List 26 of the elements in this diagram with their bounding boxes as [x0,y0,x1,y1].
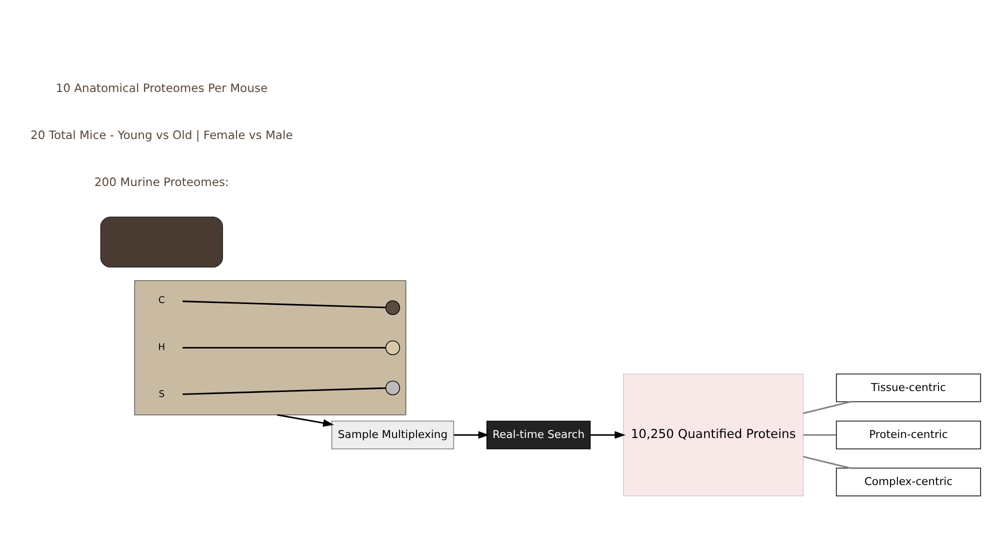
node-box: Sample Multiplexing [330,420,454,449]
connector [802,434,836,436]
connector [802,400,850,414]
arrow [276,414,334,426]
connector [182,346,386,348]
node-circle [384,380,400,395]
node-circle [384,340,400,355]
node-box: Complex-centric [835,467,981,496]
connector [802,455,850,468]
arrow [453,430,489,438]
node-box: 10,250 Quantified Proteins [622,373,804,496]
label: 20 Total Mice - Young vs Old | Female vs Male [30,128,292,142]
node-box: Real-time Search [486,420,590,449]
label: 200 Murine Proteomes: [94,174,228,189]
connector [182,386,386,394]
node-text: S [158,388,164,400]
label: 10 Anatomical Proteomes Per Mouse [55,80,268,95]
node-box: Tissue-centric [835,373,981,402]
arrow [590,430,626,438]
node-box: Protein-centric [835,420,981,449]
node-text: H [158,342,165,353]
node-box [100,216,222,268]
node-text: C [158,294,164,306]
cluster [134,280,406,415]
node-circle [384,300,400,314]
connector [182,300,386,308]
